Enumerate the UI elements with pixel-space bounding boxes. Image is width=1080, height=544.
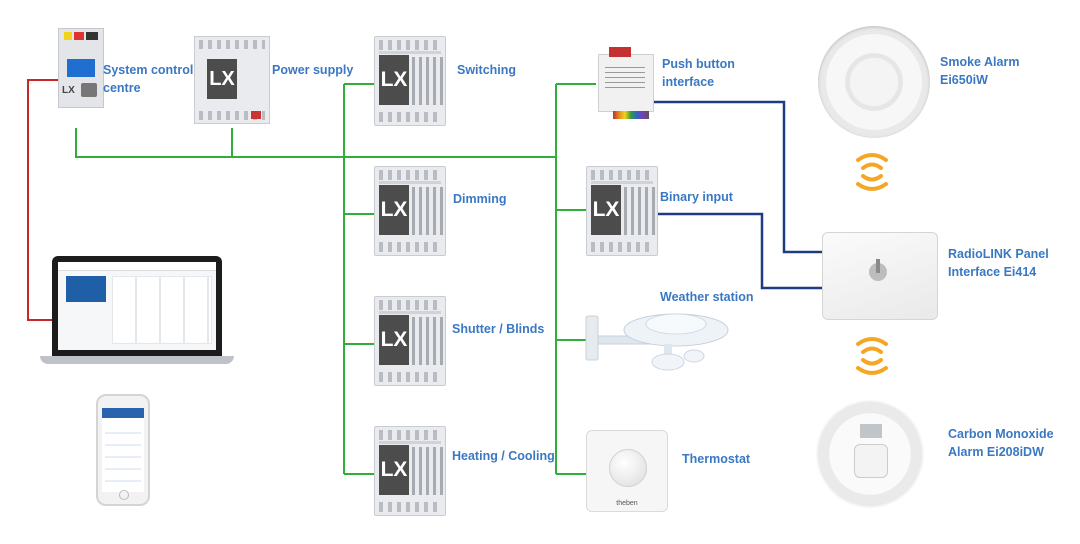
controller-display	[67, 59, 95, 77]
thermostat-device: theben	[586, 430, 668, 512]
controller-lx-logo: LX	[62, 85, 75, 96]
label-system-control-centre: System control centre	[103, 63, 194, 95]
radiolink-links	[654, 100, 824, 290]
label-smoke-alarm: Smoke Alarm Ei650iW	[940, 55, 1020, 87]
co-alarm-icon	[818, 402, 922, 506]
label-radiolink-panel: RadioLINK Panel Interface Ei414	[948, 247, 1049, 279]
label-switching: Switching	[457, 63, 517, 77]
label-dimming: Dimming	[453, 192, 507, 206]
label-thermostat: Thermostat	[682, 452, 751, 466]
label-binary-input: Binary input	[660, 190, 733, 204]
label-power-supply: Power supply	[272, 63, 354, 77]
radiolink-panel-icon	[822, 232, 938, 320]
weather-station-icon	[585, 313, 729, 371]
radio-waves-icon	[856, 337, 888, 375]
power-supply-device: LX	[194, 36, 270, 124]
label-co-alarm: Carbon Monoxide Alarm Ei208iDW	[948, 427, 1054, 459]
binary-input-to-panel	[656, 212, 824, 290]
label-push-button-interface: Push button interface	[662, 57, 735, 89]
label-shutter-blinds: Shutter / Blinds	[452, 322, 545, 336]
radio-waves-icon	[856, 153, 888, 191]
knx-bus-lines	[75, 83, 596, 475]
shutter-actuator-module: LX	[374, 296, 446, 386]
thermostat-dial	[609, 449, 647, 487]
dimming-actuator-module: LX	[374, 166, 446, 256]
push-button-interface-device	[598, 47, 654, 119]
thermostat-brand: theben	[616, 500, 638, 507]
switching-actuator-module: LX	[374, 36, 446, 126]
red-lan-link	[27, 79, 58, 321]
binary-input-module: LX	[586, 166, 658, 256]
system-control-centre-device: LX	[58, 28, 104, 108]
smartphone-icon	[96, 394, 150, 506]
bus-main-line	[75, 128, 556, 158]
push-button-to-panel	[654, 100, 824, 254]
label-weather-station: Weather station	[660, 290, 754, 304]
heating-actuator-module: LX	[374, 426, 446, 516]
smoke-alarm-icon	[818, 26, 930, 138]
label-heating-cooling: Heating / Cooling	[452, 449, 555, 463]
